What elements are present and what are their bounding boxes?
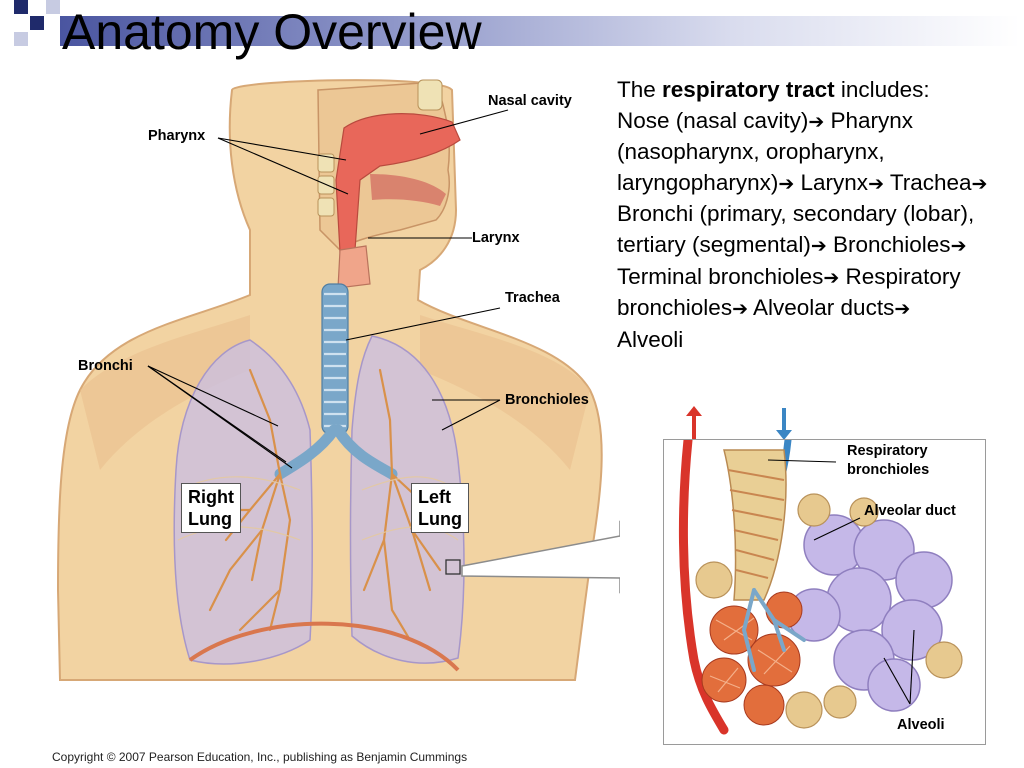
label-nasal-cavity: Nasal cavity xyxy=(488,93,572,109)
arrow-right-icon: ➔ xyxy=(732,298,748,321)
pathway-step: Larynx xyxy=(794,169,869,195)
bronchi xyxy=(274,424,398,480)
pathway-step: Pharynx (nasopharynx, oropharynx, laryng… xyxy=(617,107,914,195)
right-lung-label-line: Lung xyxy=(188,509,232,529)
inset-label-alveolar-duct: Alveolar duct xyxy=(864,503,956,519)
label-bronchi: Bronchi xyxy=(78,358,133,374)
label-bronchioles: Bronchioles xyxy=(505,392,589,408)
diaphragm-line xyxy=(188,621,460,672)
title-decoration-bar xyxy=(60,16,1020,46)
capillary-mesh xyxy=(709,617,793,693)
label-larynx: Larynx xyxy=(472,230,520,246)
label-leader-lines xyxy=(147,109,509,469)
pathway-step: Terminal bronchioles xyxy=(617,263,824,289)
bronchiole-branches xyxy=(741,588,806,672)
alveoli-detail-inset: Respiratory bronchioles Alveolar duct Al… xyxy=(663,439,986,745)
alveoli-detail-figure xyxy=(678,440,963,735)
right-lung-label: Right Lung xyxy=(181,483,241,533)
torso-shading xyxy=(420,315,590,470)
outer-alveoli xyxy=(695,493,963,729)
copyright-notice: Copyright © 2007 Pearson Education, Inc.… xyxy=(52,750,468,764)
arrow-right-icon: ➔ xyxy=(950,234,967,257)
arrow-right-icon: ➔ xyxy=(971,172,988,195)
arrow-right-icon: ➔ xyxy=(778,172,795,195)
pulmonary-artery xyxy=(678,440,729,735)
arrow-right-icon: ➔ xyxy=(810,234,827,257)
respiratory-bronchiole-tube xyxy=(723,449,787,601)
pathway-step: Bronchioles xyxy=(826,231,951,257)
description-paragraph: The respiratory tract includes: Nose (na… xyxy=(617,75,1021,355)
alveolar-sacs xyxy=(787,514,953,712)
inset-label-alveoli: Alveoli xyxy=(897,717,945,733)
pathway-step: Bronchi (primary, secondary (lobar), ter… xyxy=(617,201,975,257)
pathway-step: Alveolar ducts xyxy=(748,295,895,321)
nasal-cavity-airway xyxy=(335,113,461,253)
pathway-step: Alveoli xyxy=(617,326,684,352)
left-lung-label-line: Lung xyxy=(418,509,462,529)
title-decoration-square xyxy=(14,32,28,46)
torso-shading xyxy=(80,315,250,470)
page-title: Anatomy Overview xyxy=(62,4,482,60)
magnification-marker xyxy=(445,559,461,575)
arrow-up-icon xyxy=(686,406,702,440)
title-decoration-square xyxy=(30,16,44,30)
left-lung-label-line: Left xyxy=(418,487,451,507)
label-pharynx: Pharynx xyxy=(148,128,206,144)
arrow-down-icon xyxy=(776,408,792,440)
larynx xyxy=(337,245,371,289)
right-lung xyxy=(173,339,314,665)
trachea xyxy=(321,283,349,435)
pathway-step: Nose (nasal cavity) xyxy=(617,107,809,133)
blood-flow-arrows xyxy=(686,406,792,440)
inset-label-line: bronchioles xyxy=(847,462,930,478)
title-decoration-square xyxy=(46,0,60,14)
intro-prefix: The xyxy=(617,77,663,102)
magnification-arrow xyxy=(461,520,620,594)
arrow-right-icon: ➔ xyxy=(868,172,884,195)
inset-label-line: Respiratory xyxy=(847,443,928,459)
oral-cavity xyxy=(370,174,446,206)
pathway-step: Respiratory bronchioles xyxy=(617,263,961,321)
intro-suffix: includes: xyxy=(834,77,930,102)
right-lung-label-line: Right xyxy=(188,487,234,507)
pathway-step: Trachea xyxy=(883,169,972,195)
inset-label-respiratory-bronchioles: Respiratory bronchioles xyxy=(847,442,929,480)
left-lung-label: Left Lung xyxy=(411,483,469,533)
title-decoration-square xyxy=(14,0,28,14)
inset-leader-lines xyxy=(767,459,915,705)
arrow-right-icon: ➔ xyxy=(823,266,840,289)
muscle-bands xyxy=(727,469,785,579)
label-trachea: Trachea xyxy=(505,290,560,306)
arrow-right-icon: ➔ xyxy=(894,298,911,321)
arrow-right-icon: ➔ xyxy=(808,110,825,133)
intro-term: respiratory tract xyxy=(662,77,835,102)
respiratory-tract-description: The respiratory tract includes: Nose (na… xyxy=(617,75,1021,355)
